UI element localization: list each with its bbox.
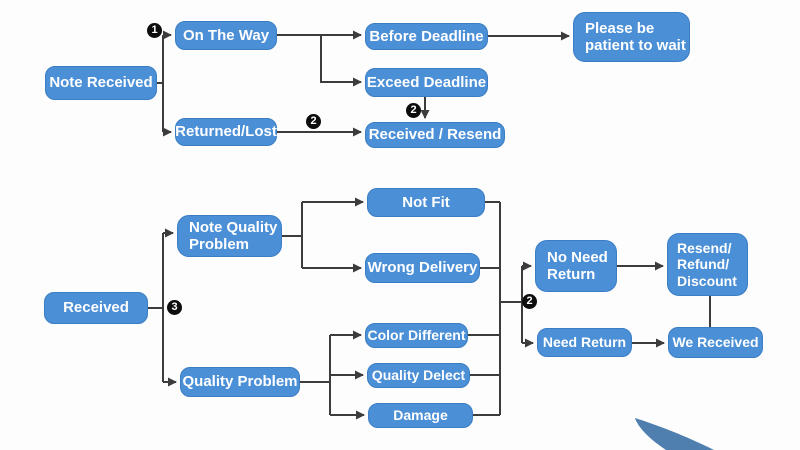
node-on-the-way: On The Way (175, 21, 277, 50)
node-note-received: Note Received (45, 66, 157, 100)
node-quality-problem: Quality Problem (180, 367, 300, 397)
node-resend-refund-discount: Resend/ Refund/ Discount (667, 233, 748, 296)
node-received: Received (44, 292, 148, 324)
badge-step-1-icon: 1 (147, 23, 162, 38)
node-please-be-patient: Please be patient to wait (573, 12, 690, 62)
node-need-return: Need Return (537, 328, 632, 357)
badge-step-2-returned-icon: 2 (306, 114, 321, 129)
node-color-different: Color Different (365, 323, 468, 348)
badge-step-2-return-icon: 2 (522, 294, 537, 309)
node-note-quality-problem: Note Quality Problem (177, 215, 282, 257)
node-returned-lost: Returned/Lost (175, 118, 277, 146)
node-exceed-deadline: Exceed Deadline (365, 68, 488, 97)
node-received-resend: Received / Resend (365, 122, 505, 148)
node-damage: Damage (368, 403, 473, 428)
node-wrong-delivery: Wrong Delivery (365, 253, 480, 283)
swoosh-logo-decoration (635, 418, 714, 450)
node-before-deadline: Before Deadline (365, 23, 488, 50)
node-no-need-return: No Need Return (535, 240, 617, 292)
badge-step-2-deadline-icon: 2 (406, 103, 421, 118)
badge-step-3-icon: 3 (167, 300, 182, 315)
node-quality-delect: Quality Delect (367, 363, 470, 388)
node-we-received: We Received (668, 327, 763, 358)
node-not-fit: Not Fit (367, 188, 485, 217)
